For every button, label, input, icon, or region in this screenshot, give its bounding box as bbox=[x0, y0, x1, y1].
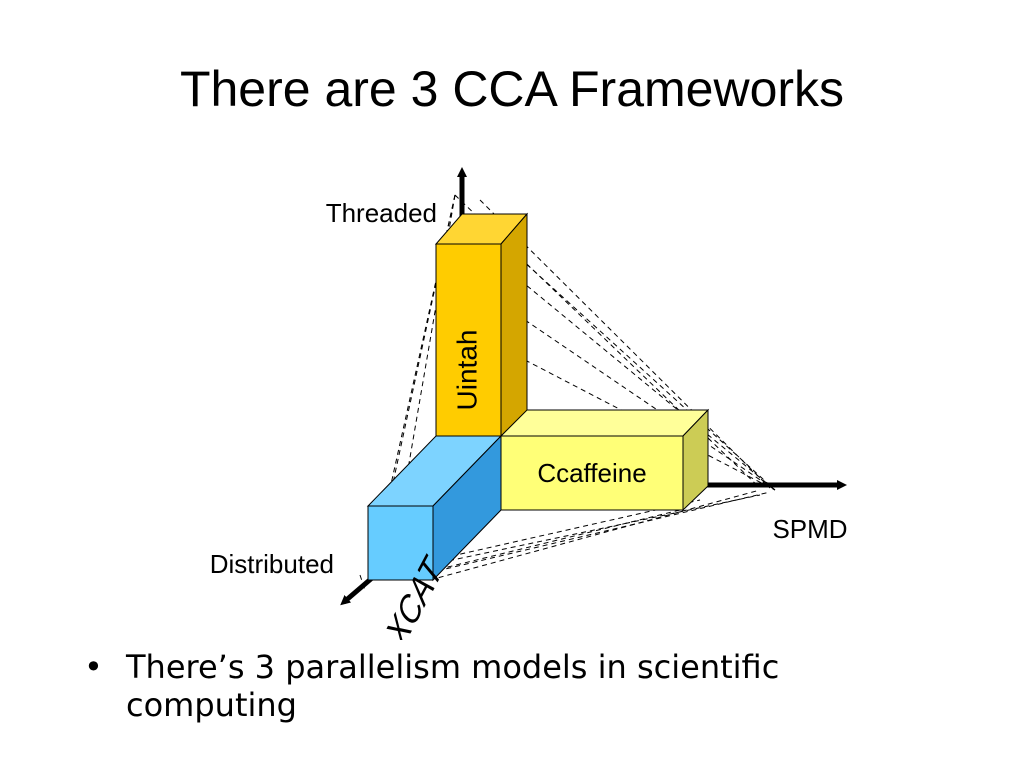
bullet-item: • There’s 3 parallelism models in scient… bbox=[84, 648, 944, 725]
uintah-front-face bbox=[435, 243, 502, 437]
threaded-label: Threaded bbox=[326, 198, 437, 228]
uintah-box: Uintah bbox=[434, 212, 529, 438]
uintah-label: Uintah bbox=[451, 330, 482, 411]
spmd-label: SPMD bbox=[772, 514, 847, 544]
ccaffeine-front-face bbox=[500, 435, 684, 511]
uintah-side-face bbox=[500, 212, 528, 438]
ccaffeine-box: Ccaffeine bbox=[499, 408, 710, 512]
xcat-front-face bbox=[367, 505, 434, 581]
ccaffeine-label: Ccaffeine bbox=[537, 458, 646, 488]
bullet-list: • There’s 3 parallelism models in scient… bbox=[84, 648, 944, 725]
xcat-box: XCAT bbox=[366, 434, 503, 640]
distributed-label: Distributed bbox=[210, 549, 334, 579]
bullet-text: There’s 3 parallelism models in scientif… bbox=[126, 648, 780, 725]
frameworks-diagram: Uintah Ccaffeine XCAT Threaded SPMD Dist… bbox=[210, 167, 848, 640]
distributed-axis bbox=[340, 576, 374, 606]
slide-title: There are 3 CCA Frameworks bbox=[179, 61, 845, 117]
bullet-marker: • bbox=[84, 648, 103, 686]
ccaffeine-top-face bbox=[499, 409, 710, 437]
